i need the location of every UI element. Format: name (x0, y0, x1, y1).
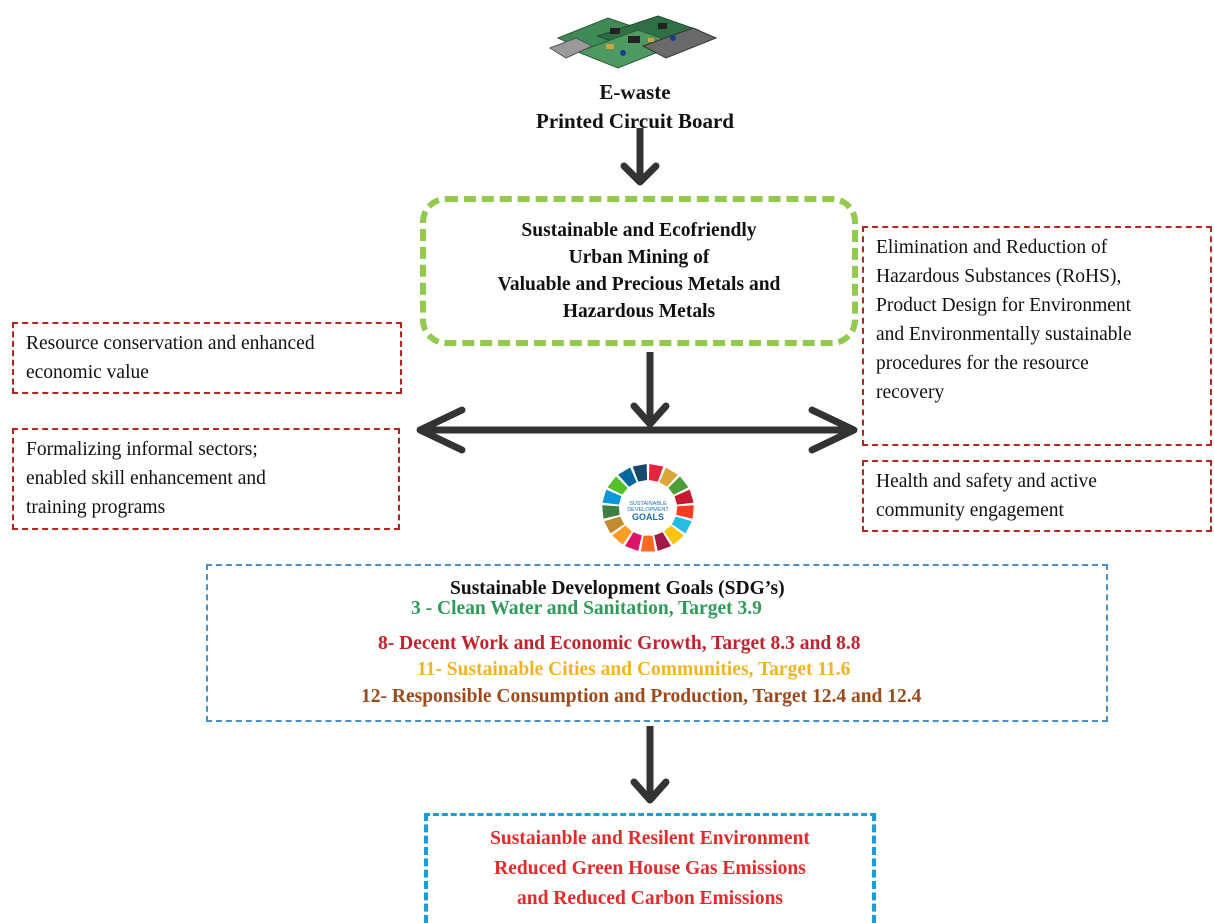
formalizing-sectors-box: Formalizing informal sectors; enabled sk… (12, 428, 400, 530)
resource-line-2: economic value (26, 362, 149, 383)
sdg-wheel-segment (607, 476, 628, 495)
formal-line-3: training programs (26, 497, 166, 518)
bottom-line-1: Sustaianble and Resilent Environment (490, 828, 810, 849)
sdg-wheel-segment (640, 535, 656, 552)
rohs-line-3: Product Design for Environment (876, 295, 1132, 316)
urban-mining-text: Sustainable and Ecofriendly Urban Mining… (498, 217, 781, 325)
resilient-environment-text: Sustaianble and Resilent Environment Red… (428, 824, 872, 914)
circuit-board-image (548, 15, 718, 69)
health-line-1: Health and safety and active (876, 471, 1097, 492)
horizontal-double-arrow (416, 406, 858, 454)
resource-conservation-box: Resource conservation and enhanced econo… (12, 322, 402, 394)
sdg-wheel-segment (612, 525, 632, 545)
pcb-label: Printed Circuit Board (536, 109, 734, 133)
rohs-line-2: Hazardous Substances (RoHS), (876, 266, 1122, 287)
sdg-goal-8: 8- Decent Work and Economic Growth, Targ… (378, 633, 861, 654)
e-waste-label: E-waste (599, 80, 671, 104)
down-arrow-bottom (630, 726, 670, 804)
sdg-wheel-segment (632, 464, 648, 482)
bottom-line-2: Reduced Green House Gas Emissions (494, 858, 806, 879)
sdg-wheel-segment (654, 532, 671, 551)
urban-mining-line-4: Hazardous Metals (562, 301, 716, 322)
sdg-wheel-segment (671, 516, 692, 534)
sdg-goal-11: 11- Sustainable Cities and Communities, … (417, 659, 851, 680)
sdg-wheel-segment (648, 464, 664, 482)
e-waste-title: E-waste Printed Circuit Board (470, 78, 800, 136)
formal-line-2: enabled skill enhancement and (26, 468, 266, 489)
rohs-line-5: procedures for the resource (876, 353, 1089, 374)
bottom-line-3: and Reduced Carbon Emissions (516, 888, 784, 909)
sdg-goal-3: 3 - Clean Water and Sanitation, Target 3… (411, 598, 762, 619)
sdg-logo-line-2: DEVELOPMENT (627, 507, 669, 513)
sdg-wheel-segment (625, 532, 642, 551)
sdg-logo-line-1: SUSTAINABLE (629, 501, 667, 507)
down-arrow-top (620, 128, 660, 186)
rohs-line-4: and Environmentally sustainable (876, 324, 1132, 345)
sdg-wheel-logo: SUSTAINABLE DEVELOPMENT GOALS (602, 464, 694, 552)
sdg-wheel-segment (659, 467, 678, 487)
health-safety-box: Health and safety and active community e… (862, 460, 1212, 532)
sdg-box: Sustainable Development Goals (SDG’s) 3 … (206, 564, 1108, 722)
rohs-line-6: recovery (876, 382, 945, 403)
urban-mining-box: Sustainable and Ecofriendly Urban Mining… (420, 196, 858, 346)
resource-line-1: Resource conservation and enhanced (26, 333, 315, 354)
sdg-logo-line-3: GOALS (632, 512, 664, 522)
rohs-box: Elimination and Reduction of Hazardous S… (862, 226, 1212, 446)
down-arrow-center (630, 352, 670, 428)
sdg-wheel-segment (668, 476, 689, 495)
sdg-goal-12: 12- Responsible Consumption and Producti… (361, 686, 922, 707)
formal-line-1: Formalizing informal sectors; (26, 439, 258, 460)
sdg-wheel-segment (618, 467, 637, 487)
sdg-wheel-segment (664, 525, 684, 545)
urban-mining-line-2: Urban Mining of (568, 247, 710, 268)
urban-mining-line-1: Sustainable and Ecofriendly (521, 220, 757, 241)
urban-mining-line-3: Valuable and Precious Metals and (497, 274, 781, 295)
sdg-wheel-segment (602, 489, 622, 505)
sdg-wheel-segment (602, 505, 620, 519)
resilient-environment-box: Sustaianble and Resilent Environment Red… (424, 813, 876, 923)
sdg-title: Sustainable Development Goals (SDG’s) (450, 578, 785, 599)
rohs-line-1: Elimination and Reduction of (876, 237, 1108, 258)
sdg-wheel-segment (674, 489, 694, 505)
health-line-2: community engagement (876, 500, 1064, 521)
sdg-wheel-segment (676, 505, 694, 519)
sdg-wheel-segment (604, 516, 625, 534)
